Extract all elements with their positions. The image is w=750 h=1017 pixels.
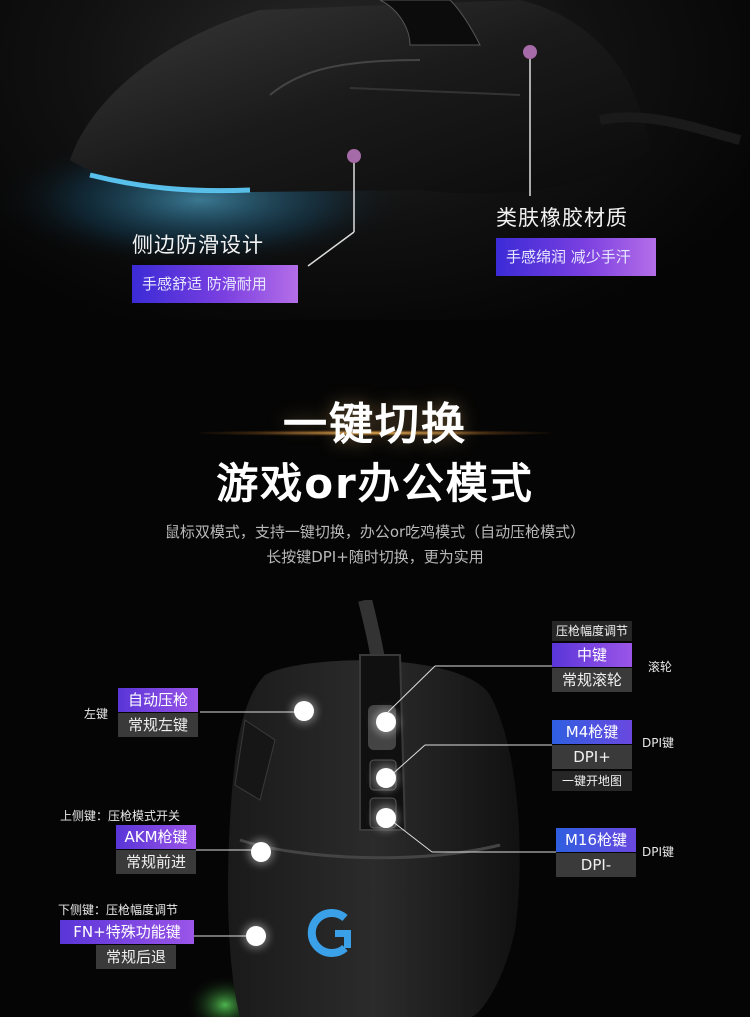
dpi-up-hotspot[interactable]: [376, 768, 396, 788]
upper-side-label: 上侧键：压枪模式开关: [60, 809, 181, 823]
wheel-top-label: 压枪幅度调节: [552, 621, 632, 641]
callout-dot-rubber: [523, 45, 537, 59]
logitech-g-logo: [307, 909, 351, 957]
left-button-hotspot[interactable]: [294, 701, 314, 721]
button-diagram-section: 左键 自动压枪 常规左键 上侧键：压枪模式开关 AKM枪键 常规前进 下侧键：压…: [0, 600, 750, 1017]
dpi-down-side-label: DPI键: [642, 845, 675, 859]
dpi-down-game-mode: M16枪键: [556, 828, 636, 852]
dpi-up-normal-mode: DPI+: [552, 745, 632, 769]
headline-line-1: 一键切换: [283, 399, 467, 450]
feature-title-side-grip: 侧边防滑设计: [132, 233, 264, 257]
dpi-up-side-label: DPI键: [642, 736, 675, 750]
lower-side-hotspot[interactable]: [246, 926, 266, 946]
lower-side-normal-mode: 常规后退: [96, 945, 176, 969]
dpi-down-hotspot[interactable]: [376, 808, 396, 828]
callout-dot-side: [347, 149, 361, 163]
left-button-game-mode: 自动压枪: [118, 688, 198, 712]
upper-side-normal-mode: 常规前进: [116, 850, 196, 874]
feature-tag-rubber: 手感绵润 减少手汗: [496, 238, 656, 276]
headline-glow: [200, 430, 550, 436]
headline-line-2: 游戏or办公模式: [216, 459, 534, 508]
mouse-button-layout-image: [185, 600, 556, 1017]
wheel-hotspot[interactable]: [376, 712, 396, 732]
wheel-game-mode: 中键: [552, 643, 632, 667]
feature-tag-side-grip: 手感舒适 防滑耐用: [132, 265, 298, 303]
wheel-normal-mode: 常规滚轮: [552, 668, 632, 692]
upper-side-game-mode: AKM枪键: [116, 825, 196, 849]
lower-side-label: 下侧键：压枪幅度调节: [58, 903, 179, 917]
dpi-up-game-mode: M4枪键: [552, 720, 632, 744]
left-button-label: 左键: [84, 707, 109, 721]
headline-description-1: 鼠标双模式，支持一键切换，办公or吃鸡模式（自动压枪模式）: [164, 523, 586, 541]
left-button-normal-mode: 常规左键: [118, 713, 198, 737]
upper-side-hotspot[interactable]: [251, 842, 271, 862]
headline-description-2: 长按键DPI+随时切换，更为实用: [266, 548, 484, 566]
top-feature-section: 侧边防滑设计 手感舒适 防滑耐用 类肤橡胶材质 手感绵润 减少手汗: [0, 0, 750, 320]
dpi-down-normal-mode: DPI-: [556, 853, 636, 877]
lower-side-game-mode: FN+特殊功能键: [60, 920, 194, 944]
feature-title-rubber: 类肤橡胶材质: [496, 206, 628, 230]
dpi-up-extra: 一键开地图: [552, 771, 632, 791]
mouse-top-view-image: [0, 0, 742, 270]
wheel-side-label: 滚轮: [648, 660, 673, 674]
